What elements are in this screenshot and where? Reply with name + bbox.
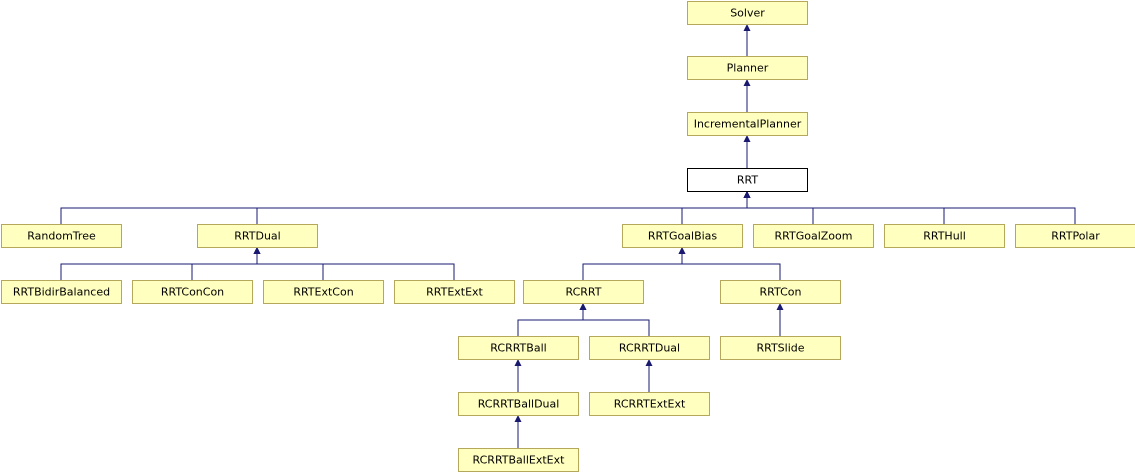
node-box-rrt-ext-ext[interactable] bbox=[394, 280, 515, 304]
node-box-rrt-goal-bias[interactable] bbox=[622, 224, 743, 248]
node-rrt-goal-zoom[interactable]: RRTGoalZoom bbox=[753, 224, 874, 248]
node-rcrrt-ball[interactable]: RCRRTBall bbox=[458, 336, 579, 360]
node-rcrrt[interactable]: RCRRT bbox=[523, 280, 644, 304]
node-label-rrt-hull: RRTHull bbox=[923, 230, 966, 243]
node-box-rrt-con-con[interactable] bbox=[132, 280, 253, 304]
node-box-rrt-bidir-balanced[interactable] bbox=[1, 280, 122, 304]
node-rcrrt-ext-ext[interactable]: RCRRTExtExt bbox=[589, 392, 710, 416]
node-rrt-bidir-balanced[interactable]: RRTBidirBalanced bbox=[1, 280, 122, 304]
node-solver[interactable]: Solver bbox=[687, 1, 808, 25]
edge-rcrrt-ball-to-rcrrt bbox=[517, 303, 587, 336]
node-box-rrt-dual[interactable] bbox=[197, 224, 318, 248]
node-rcrrt-ball-ext-ext[interactable]: RCRRTBallExtExt bbox=[458, 448, 579, 472]
node-box-rrt-hull[interactable] bbox=[884, 224, 1005, 248]
node-box-rcrrt-ball-dual[interactable] bbox=[458, 392, 579, 416]
node-label-random-tree: RandomTree bbox=[27, 230, 96, 243]
node-label-rrt-con-con: RRTConCon bbox=[161, 286, 224, 299]
node-label-rcrrt-ball-ext-ext: RCRRTBallExtExt bbox=[473, 454, 566, 467]
node-rrt-polar[interactable]: RRTPolar bbox=[1015, 224, 1135, 248]
node-box-rrt-polar[interactable] bbox=[1015, 224, 1135, 248]
node-box-rcrrt-ball[interactable] bbox=[458, 336, 579, 360]
node-rcrrt-ball-dual[interactable]: RCRRTBallDual bbox=[458, 392, 579, 416]
node-label-rcrrt: RCRRT bbox=[566, 286, 602, 299]
node-rrt-con[interactable]: RRTCon bbox=[720, 280, 841, 304]
node-label-planner: Planner bbox=[727, 62, 769, 75]
node-box-rrt-con[interactable] bbox=[720, 280, 841, 304]
node-planner[interactable]: Planner bbox=[687, 56, 808, 80]
node-box-rcrrt-ext-ext[interactable] bbox=[589, 392, 710, 416]
node-box-rcrrt-dual[interactable] bbox=[589, 336, 710, 360]
node-label-rrt-con: RRTCon bbox=[760, 286, 802, 299]
node-rrt-ext-ext[interactable]: RRTExtExt bbox=[394, 280, 515, 304]
node-label-solver: Solver bbox=[730, 7, 765, 20]
edge-rrt-polar-to-rrt bbox=[743, 191, 1076, 224]
node-label-rrt-bidir-balanced: RRTBidirBalanced bbox=[13, 286, 110, 299]
node-label-rrt-ext-ext: RRTExtExt bbox=[426, 286, 483, 299]
node-box-rrt-ext-con[interactable] bbox=[263, 280, 384, 304]
node-rrt-dual[interactable]: RRTDual bbox=[197, 224, 318, 248]
node-rrt-hull[interactable]: RRTHull bbox=[884, 224, 1005, 248]
edge-rrt-goal-bias-to-rrt bbox=[681, 191, 751, 224]
edge-layer bbox=[60, 24, 1076, 448]
node-label-rrt-polar: RRTPolar bbox=[1051, 230, 1100, 243]
node-box-planner[interactable] bbox=[687, 56, 808, 80]
node-label-rcrrt-ext-ext: RCRRTExtExt bbox=[614, 398, 686, 411]
node-random-tree[interactable]: RandomTree bbox=[1, 224, 122, 248]
edge-rrt-con-con-to-rrt-dual bbox=[191, 247, 261, 280]
node-box-rrt[interactable] bbox=[687, 168, 808, 192]
node-rrt-goal-bias[interactable]: RRTGoalBias bbox=[622, 224, 743, 248]
node-label-incremental-planner: IncrementalPlanner bbox=[694, 118, 802, 131]
edge-rcrrt-dual-to-rcrrt bbox=[579, 303, 650, 336]
node-box-solver[interactable] bbox=[687, 1, 808, 25]
edge-rrt-ext-ext-to-rrt-dual bbox=[253, 247, 455, 280]
edge-rcrrt-to-rrt-goal-bias bbox=[582, 247, 686, 280]
node-label-rrt-goal-zoom: RRTGoalZoom bbox=[775, 230, 853, 243]
node-box-random-tree[interactable] bbox=[1, 224, 122, 248]
node-label-rrt-slide: RRTSlide bbox=[756, 342, 804, 355]
node-label-rrt: RRT bbox=[737, 174, 758, 187]
node-box-rrt-slide[interactable] bbox=[720, 336, 841, 360]
node-label-rrt-dual: RRTDual bbox=[234, 230, 280, 243]
node-label-rrt-ext-con: RRTExtCon bbox=[293, 286, 353, 299]
node-label-rcrrt-dual: RCRRTDual bbox=[619, 342, 680, 355]
node-label-rcrrt-ball-dual: RCRRTBallDual bbox=[478, 398, 560, 411]
node-incremental-planner[interactable]: IncrementalPlanner bbox=[687, 112, 808, 136]
node-label-rcrrt-ball: RCRRTBall bbox=[490, 342, 546, 355]
node-box-rrt-goal-zoom[interactable] bbox=[753, 224, 874, 248]
edge-rrt-con-to-rrt-goal-bias bbox=[678, 247, 781, 280]
node-box-incremental-planner[interactable] bbox=[687, 112, 808, 136]
node-rrt[interactable]: RRT bbox=[687, 168, 808, 192]
node-rrt-ext-con[interactable]: RRTExtCon bbox=[263, 280, 384, 304]
node-rrt-con-con[interactable]: RRTConCon bbox=[132, 280, 253, 304]
edge-rrt-dual-to-rrt bbox=[256, 191, 751, 224]
node-rrt-slide[interactable]: RRTSlide bbox=[720, 336, 841, 360]
node-rcrrt-dual[interactable]: RCRRTDual bbox=[589, 336, 710, 360]
node-label-rrt-goal-bias: RRTGoalBias bbox=[648, 230, 718, 243]
node-box-rcrrt[interactable] bbox=[523, 280, 644, 304]
